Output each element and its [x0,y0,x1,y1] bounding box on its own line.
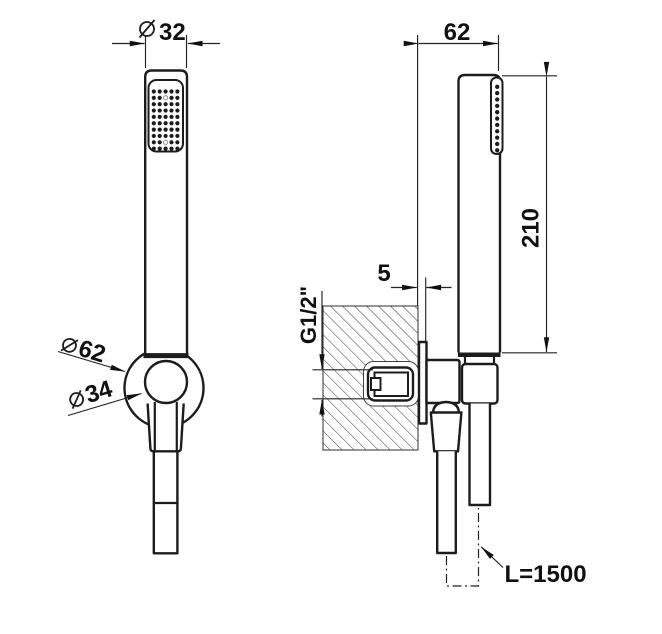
dim-value-handshower-length: 210 [518,208,545,248]
spray-face-edge-side [490,76,504,155]
hose-nut-dome-side [431,400,461,413]
thread-size-label: G1/2" [296,286,321,344]
dim-holder-outer-diameter: 62 [57,335,126,373]
dim-value-flange-offset: 5 [377,260,390,287]
dim-value-outlet-depth: 62 [444,19,471,46]
dim-value-head-diameter: 32 [159,19,186,46]
front-spray-dots [151,89,180,151]
front-view [123,69,205,555]
dim-hose-length: L=1500 [480,546,587,588]
dim-thread-size: G1/2" [296,286,373,417]
holder-side [460,362,499,405]
handle-grip-side [468,403,492,507]
diameter-symbol [138,19,156,39]
hose-nut-cone-side [429,411,463,453]
dim-value-holder-ring: 34 [82,375,116,409]
hose-front [152,450,179,555]
dim-flange-offset: 5 [377,260,452,341]
thread-connector [366,366,415,402]
dim-value-holder-outer: 62 [75,335,108,369]
dim-handshower-length: 210 [502,61,557,354]
outlet-body [425,358,461,405]
dim-outlet-depth: 62 [403,19,500,306]
thread-connector-notch [370,377,382,391]
hose-length-label: L=1500 [505,561,587,588]
hose-nut-front [146,403,185,453]
diameter-symbol [69,390,85,409]
diameter-symbol [60,337,79,353]
side-spray-dots [495,84,500,153]
side-view [322,73,504,587]
dim-head-diameter: 32 [112,19,220,68]
holder-ball-front [143,359,189,405]
hose-side [436,451,457,555]
hose-length-leader [480,546,504,568]
